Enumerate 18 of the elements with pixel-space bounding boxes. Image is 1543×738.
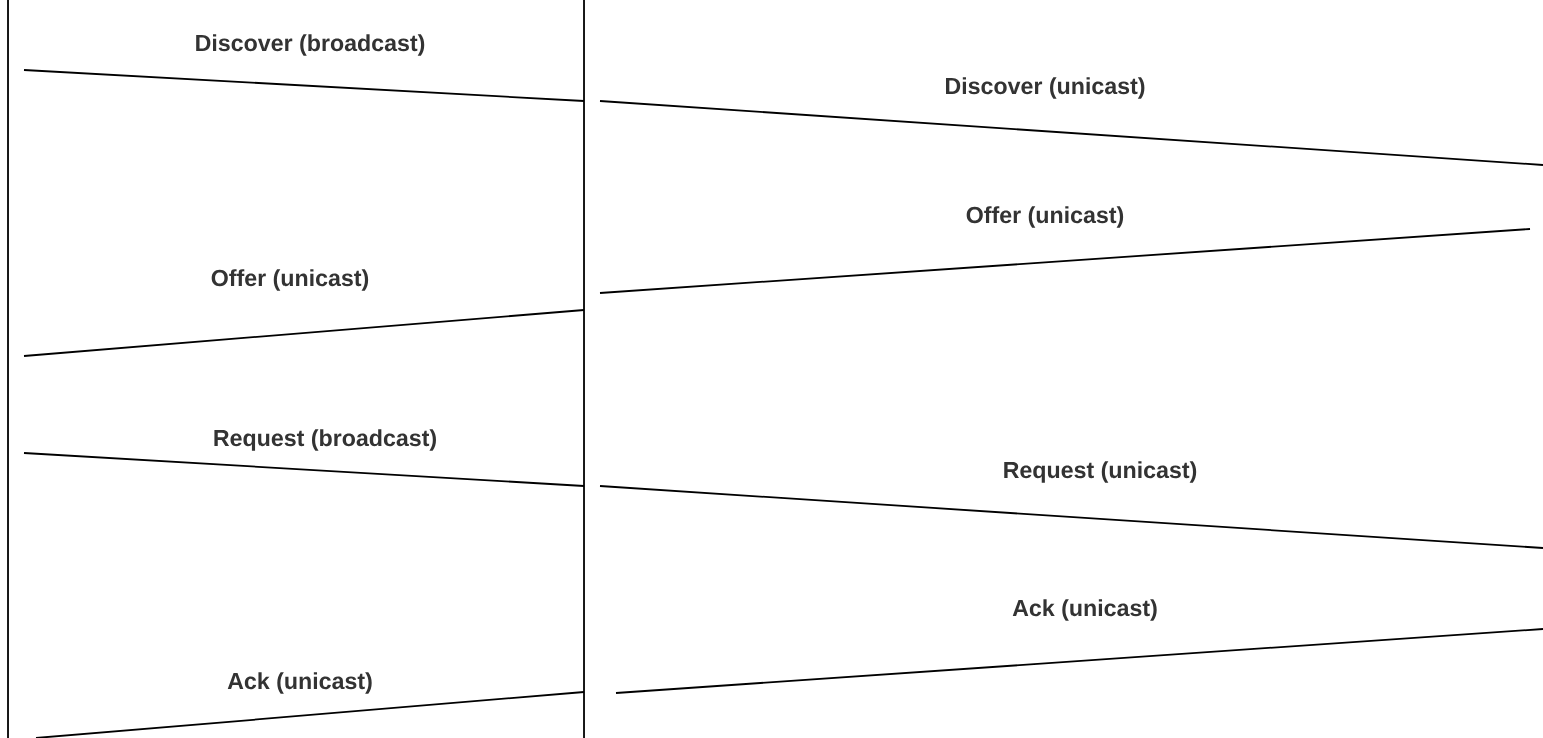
message-line bbox=[599, 100, 1543, 166]
message-line bbox=[599, 228, 1531, 294]
message-line bbox=[599, 485, 1543, 549]
lifeline bbox=[583, 0, 585, 738]
edge-label: Discover (broadcast) bbox=[196, 34, 425, 56]
edge-label: Offer (unicast) bbox=[966, 206, 1124, 228]
edge-label: Request (broadcast) bbox=[214, 429, 436, 451]
lifeline bbox=[7, 0, 9, 738]
message-line bbox=[23, 69, 585, 102]
edge-label: Discover (unicast) bbox=[946, 77, 1145, 99]
edge-label: Ack (unicast) bbox=[1012, 599, 1157, 621]
message-line bbox=[615, 628, 1543, 694]
message-line bbox=[23, 309, 585, 357]
edge-label: Offer (unicast) bbox=[211, 269, 369, 291]
edge-label: Ack (unicast) bbox=[227, 672, 372, 694]
message-line bbox=[23, 452, 585, 487]
edge-label: Request (unicast) bbox=[1004, 461, 1197, 483]
message-line bbox=[35, 691, 585, 738]
